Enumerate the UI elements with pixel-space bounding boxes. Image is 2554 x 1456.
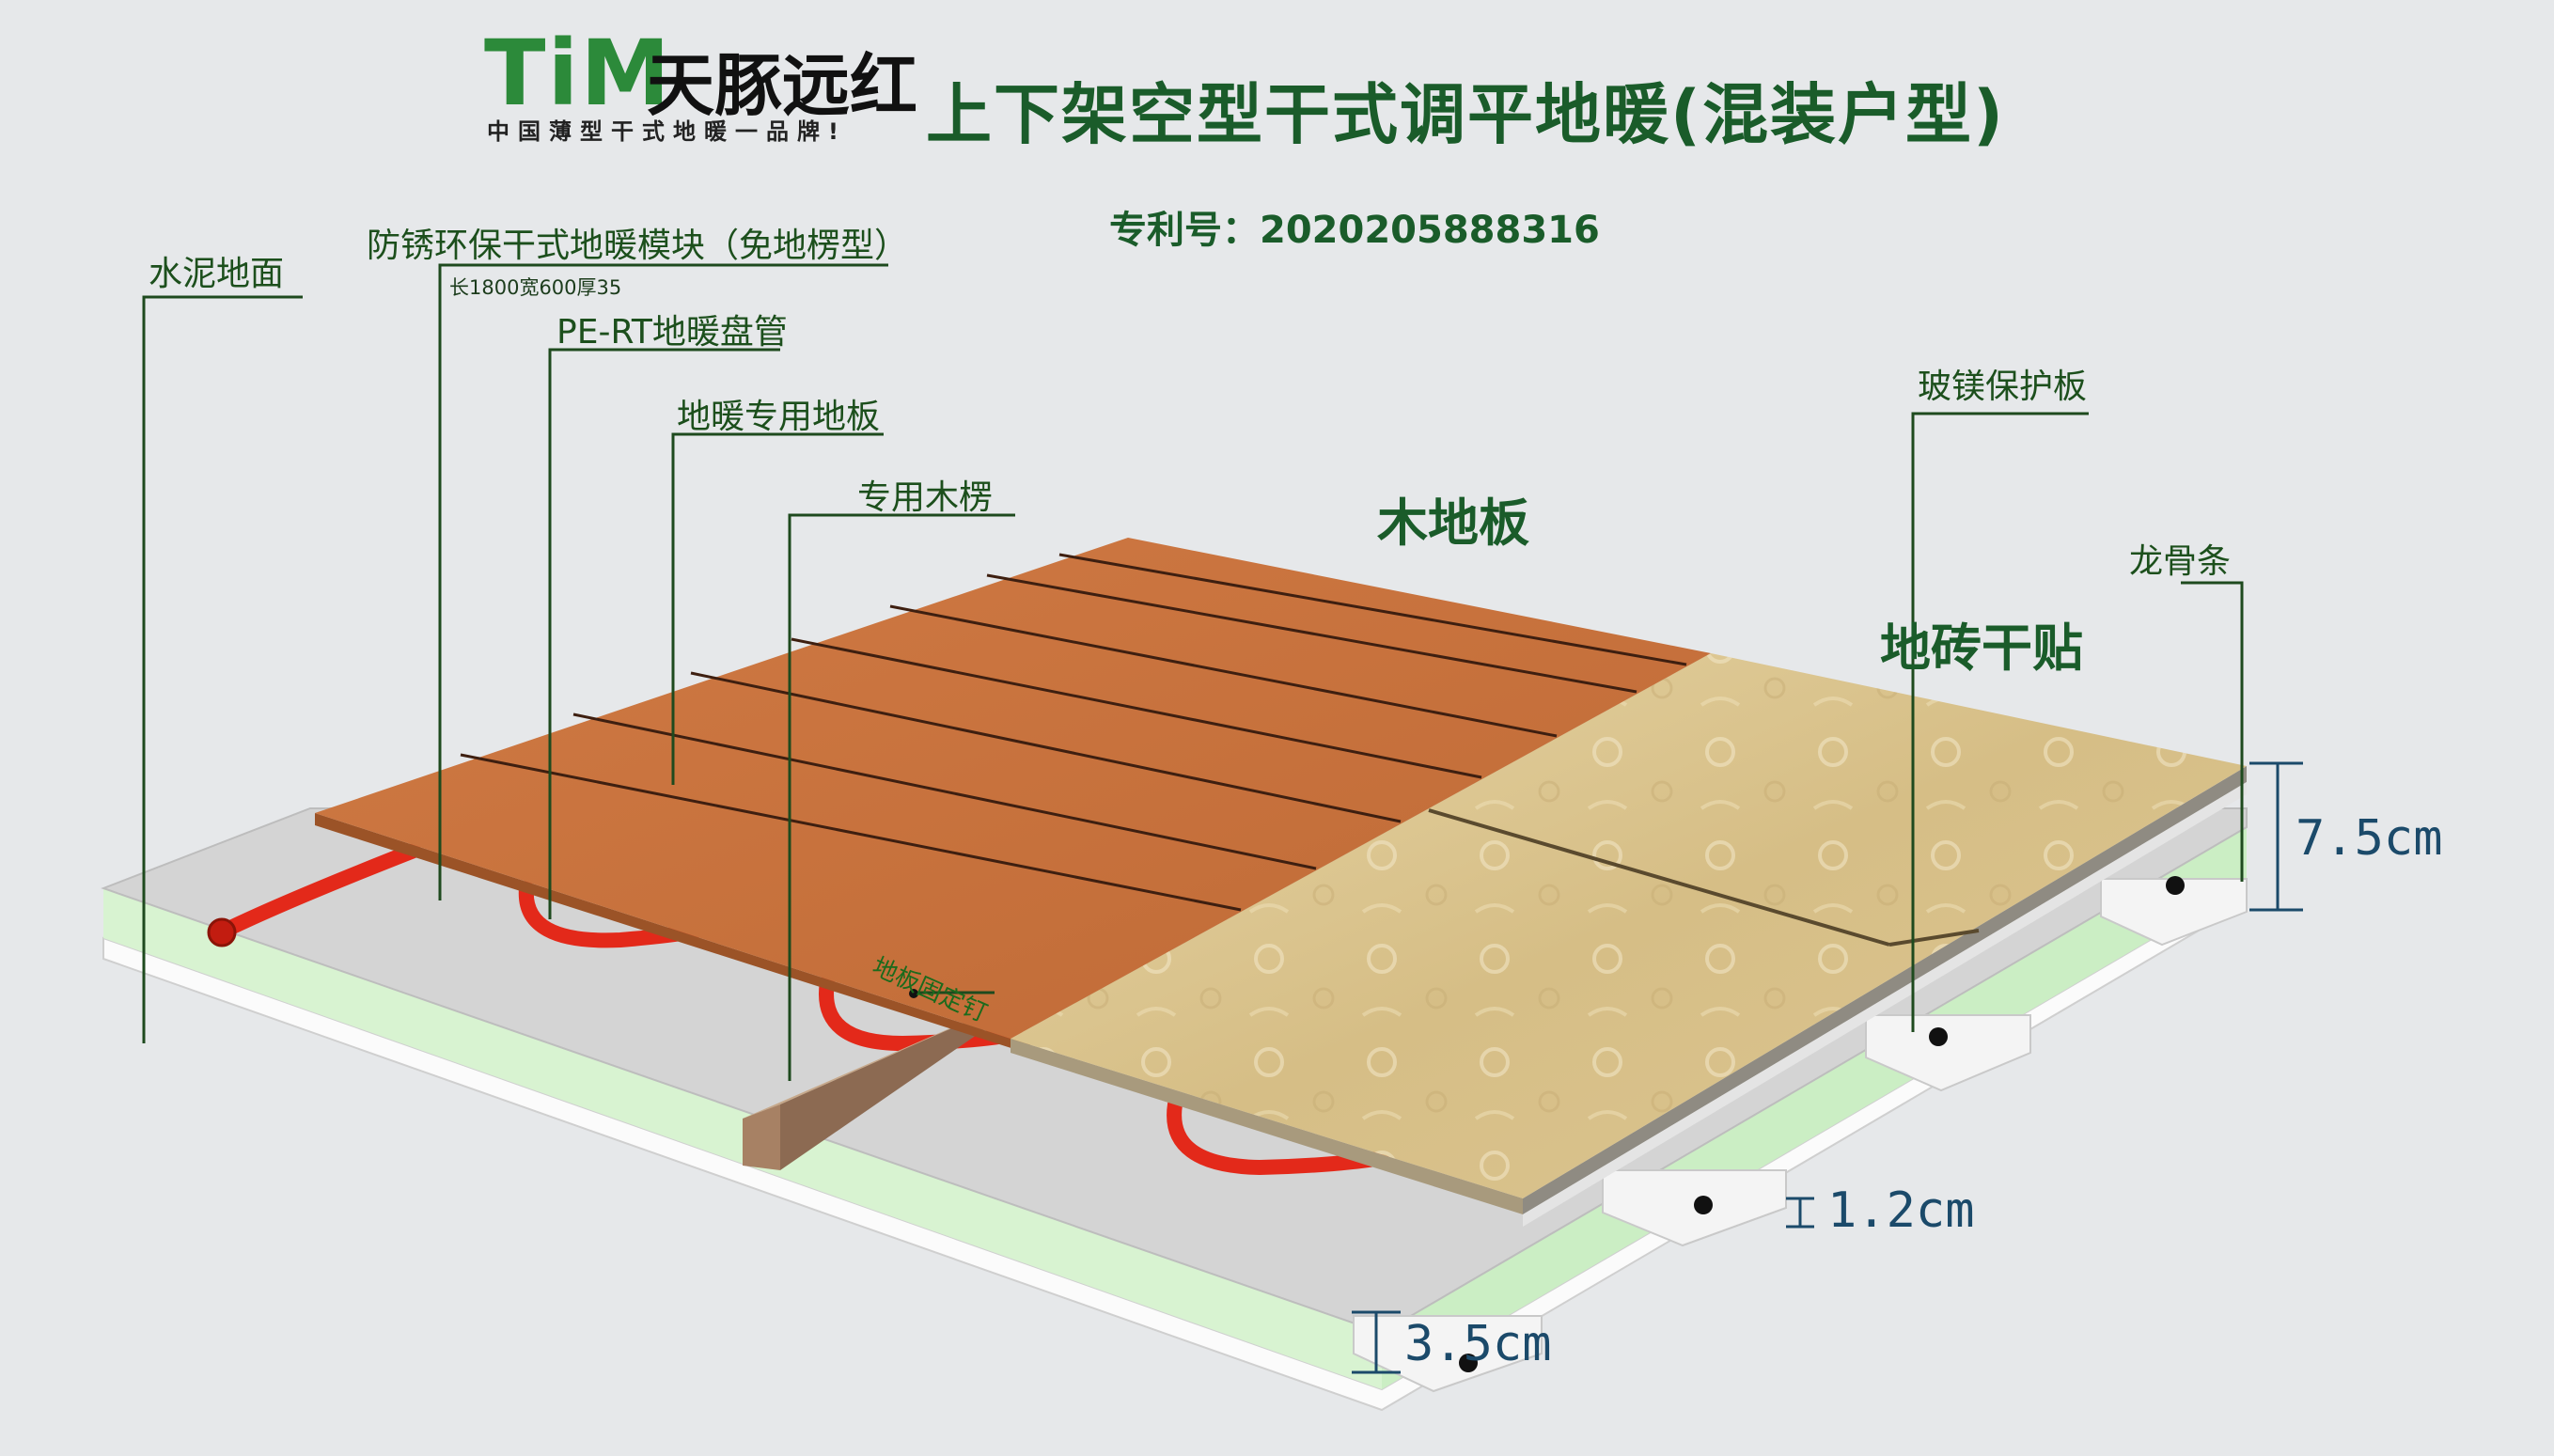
patent-number: 专利号：2020205888316 (1109, 209, 1600, 252)
nail-dot (909, 989, 918, 998)
wood-joist-top (743, 1010, 992, 1119)
wood-joist-front (743, 1104, 780, 1170)
dimension-module: 3.5cm (1404, 1316, 1552, 1372)
logo-brand-name: 天豚远红 (647, 46, 918, 125)
keel-holes (1459, 876, 2185, 1372)
diagram-title: 上下架空型干式调平地暖(混装户型) (926, 76, 2005, 153)
label-heating-floor: 地暖专用地板 (677, 398, 881, 436)
label-module: 防锈环保干式地暖模块（免地楞型） (367, 227, 909, 265)
label-wood-joist: 专用木楞 (857, 478, 994, 517)
tile-side (1011, 1039, 1523, 1214)
label-pert-pipe: PE-RT地暖盘管 (556, 313, 788, 352)
dimension-markers (1352, 761, 2303, 1374)
mgo-board-edge (1523, 782, 2247, 1227)
foam-layer-side (1382, 827, 2247, 1389)
dimension-board: 1.2cm (1827, 1182, 1975, 1239)
label-module-size: 长1800宽600厚35 (449, 276, 622, 299)
wood-joist-side (780, 1010, 992, 1170)
wood-plank-seams (460, 553, 1687, 912)
logo-slogan: 中国薄型干式地暖一品牌! (487, 118, 847, 145)
label-cement-floor: 水泥地面 (149, 255, 285, 293)
label-keel-strip: 龙骨条 (2129, 542, 2232, 581)
tile-grout (1428, 808, 1980, 947)
label-tile-dry: 地砖干贴 (1880, 618, 2083, 678)
dimension-total-height: 7.5cm (2295, 810, 2443, 867)
label-mgo-board: 玻镁保护板 (1918, 368, 2088, 406)
tile-texture (1011, 653, 2247, 1198)
label-leaders (142, 263, 2244, 1081)
tile-front (1523, 766, 2247, 1214)
wood-floor-top (315, 538, 1711, 1039)
label-wood-floor: 木地板 (1377, 493, 1529, 553)
wood-floor-side (315, 813, 1020, 1051)
pipe-end (207, 917, 237, 947)
logo-wordmark: TiM (484, 21, 672, 126)
